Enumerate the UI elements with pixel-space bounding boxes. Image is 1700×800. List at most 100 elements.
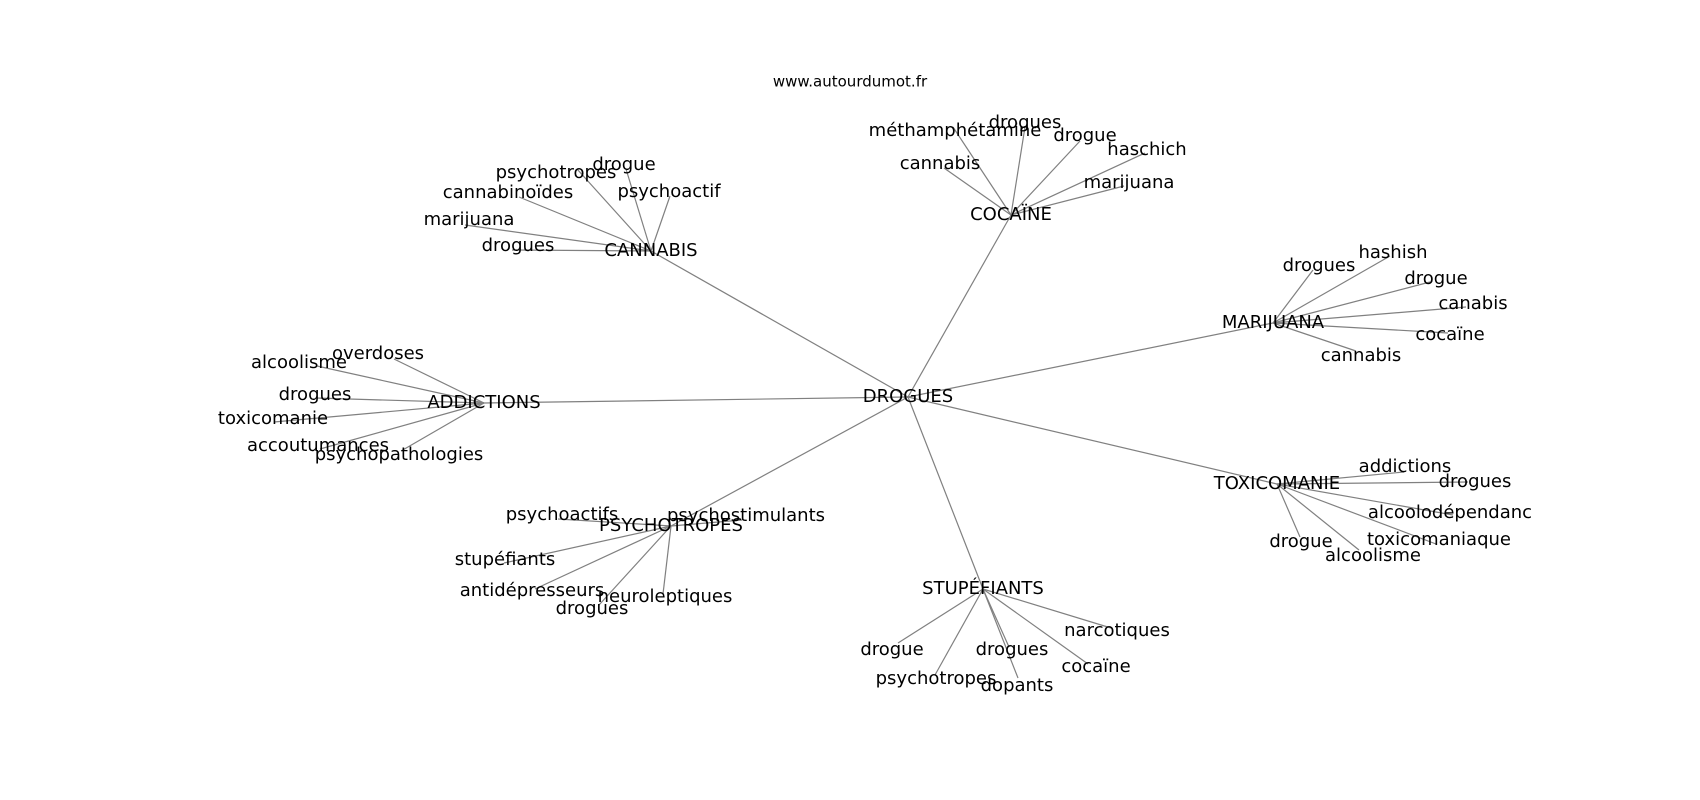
edge-toxicomanie-leaf-2 xyxy=(1276,483,1454,516)
edge-marijuana-leaf-5 xyxy=(1272,322,1357,352)
leaf-node-marijuana-2: drogue xyxy=(1404,268,1467,289)
graph-edges xyxy=(273,126,1469,679)
leaf-node-addictions-4: accoutumances xyxy=(247,435,389,456)
edge-center-toxicomanie xyxy=(907,396,1278,485)
leaf-node-marijuana-4: cocaïne xyxy=(1415,324,1484,345)
edge-cocaine-leaf-4 xyxy=(943,167,1012,216)
edge-marijuana-leaf-2 xyxy=(1272,281,1431,324)
leaf-node-stupefiants-4: dopants xyxy=(981,675,1054,696)
edge-cannabis-leaf-5 xyxy=(511,249,652,252)
leaf-node-cannabis-2: cannabinoïdes xyxy=(443,182,574,203)
leaf-node-cocaine-3: haschich xyxy=(1107,139,1186,160)
center-node: DROGUES xyxy=(863,386,953,407)
edge-addictions-leaf-3 xyxy=(273,402,485,423)
leaf-node-cocaine-0: méthamphétamine xyxy=(869,120,1042,141)
edge-center-addictions xyxy=(483,396,909,404)
edge-marijuana-leaf-4 xyxy=(1272,322,1449,334)
edge-addictions-leaf-0 xyxy=(316,365,485,404)
edge-cannabis-leaf-3 xyxy=(650,195,671,252)
edge-marijuana-leaf-1 xyxy=(1272,255,1391,324)
edge-cocaine-leaf-2 xyxy=(1010,140,1081,216)
edge-marijuana-leaf-3 xyxy=(1272,306,1467,324)
leaf-node-stupefiants-2: narcotiques xyxy=(1064,620,1170,641)
edge-addictions-leaf-4 xyxy=(319,402,485,450)
edge-toxicomanie-leaf-5 xyxy=(1276,483,1360,551)
edge-cannabis-leaf-1 xyxy=(625,168,652,252)
leaf-node-marijuana-0: drogues xyxy=(1283,255,1356,276)
leaf-node-cannabis-4: marijuana xyxy=(424,209,515,230)
edge-stupefiants-leaf-0 xyxy=(897,588,984,644)
leaf-node-stupefiants-0: drogue xyxy=(860,639,923,660)
edge-center-marijuana xyxy=(907,322,1274,398)
edge-center-psychotropes xyxy=(670,396,909,527)
edge-cocaine-leaf-0 xyxy=(952,126,1012,216)
leaf-node-addictions-3: toxicomanie xyxy=(218,408,328,429)
leaf-node-toxicomanie-3: toxicomaniaque xyxy=(1367,529,1511,550)
edge-stupefiants-leaf-5 xyxy=(982,588,1089,665)
leaf-node-cocaine-1: drogues xyxy=(989,112,1062,133)
edge-toxicomanie-leaf-1 xyxy=(1276,481,1469,485)
leaf-node-psychotropes-4: neuroleptiques xyxy=(598,586,733,607)
leaf-node-marijuana-3: canabis xyxy=(1438,293,1507,314)
leaf-node-psychotropes-3: antidépresseurs xyxy=(460,580,605,601)
leaf-node-toxicomanie-2: alcoolodépendanc xyxy=(1368,502,1532,523)
leaf-node-psychotropes-1: psychostimulants xyxy=(667,505,825,526)
hub-node-stupefiants: STUPÉFIANTS xyxy=(922,577,1044,599)
hub-node-marijuana: MARIJUANA xyxy=(1222,312,1325,333)
leaf-node-addictions-2: drogues xyxy=(279,384,352,405)
edge-stupefiants-leaf-3 xyxy=(934,588,984,676)
leaf-node-addictions-5: psychopathologies xyxy=(315,444,484,465)
edge-cocaine-leaf-3 xyxy=(1010,152,1146,216)
graph-labels: www.autourdumot.frpsychotropesdroguecann… xyxy=(218,73,1532,697)
leaf-node-toxicomanie-5: alcoolisme xyxy=(1325,545,1421,566)
leaf-node-marijuana-5: cannabis xyxy=(1321,345,1402,366)
leaf-node-cannabis-0: psychotropes xyxy=(496,162,617,183)
edge-addictions-leaf-2 xyxy=(315,397,485,404)
edge-stupefiants-leaf-4 xyxy=(982,588,1019,679)
leaf-node-cannabis-1: drogue xyxy=(592,154,655,175)
edge-psychotropes-leaf-0 xyxy=(557,518,672,527)
edge-toxicomanie-leaf-0 xyxy=(1276,471,1405,485)
leaf-node-cannabis-3: psychoactif xyxy=(617,181,721,202)
hub-node-addictions: ADDICTIONS xyxy=(427,392,540,413)
leaf-node-cocaine-2: drogue xyxy=(1053,125,1116,146)
edge-cannabis-leaf-2 xyxy=(518,196,652,252)
leaf-node-stupefiants-3: psychotropes xyxy=(876,668,997,689)
edge-center-stupefiants xyxy=(907,396,984,590)
edge-toxicomanie-leaf-4 xyxy=(1276,483,1301,538)
hub-node-toxicomanie: TOXICOMANIE xyxy=(1213,473,1340,494)
edge-center-cocaine xyxy=(907,214,1012,398)
leaf-node-addictions-0: alcoolisme xyxy=(251,352,347,373)
leaf-node-psychotropes-5: drogues xyxy=(556,598,629,619)
leaf-node-stupefiants-5: cocaïne xyxy=(1061,656,1130,677)
leaf-node-psychotropes-0: psychoactifs xyxy=(506,504,618,525)
edge-psychotropes-leaf-4 xyxy=(662,525,672,595)
leaf-node-psychotropes-2: stupéfiants xyxy=(455,549,556,570)
leaf-node-cocaine-4: cannabis xyxy=(900,153,981,174)
leaf-node-toxicomanie-1: drogues xyxy=(1439,471,1512,492)
leaf-node-stupefiants-1: drogues xyxy=(976,639,1049,660)
edge-psychotropes-leaf-5 xyxy=(598,525,672,606)
edge-marijuana-leaf-0 xyxy=(1272,269,1314,324)
leaf-node-addictions-1: overdoses xyxy=(332,343,424,364)
edge-cocaine-leaf-1 xyxy=(1010,126,1026,216)
edge-psychotropes-leaf-2 xyxy=(503,525,672,564)
edge-cannabis-leaf-0 xyxy=(576,168,652,252)
leaf-node-cannabis-5: drogues xyxy=(482,235,555,256)
leaf-node-cocaine-5: marijuana xyxy=(1084,172,1175,193)
edge-psychotropes-leaf-1 xyxy=(670,519,743,527)
leaf-node-toxicomanie-4: drogue xyxy=(1269,531,1332,552)
edge-cannabis-leaf-4 xyxy=(464,224,652,252)
leaf-node-toxicomanie-0: addictions xyxy=(1359,456,1452,477)
hub-node-psychotropes: PSYCHOTROPES xyxy=(599,515,743,536)
edge-psychotropes-leaf-3 xyxy=(534,525,672,590)
hub-node-cocaine: COCAÏNE xyxy=(970,204,1052,225)
edge-addictions-leaf-5 xyxy=(400,402,485,452)
edge-stupefiants-leaf-2 xyxy=(982,588,1112,629)
edge-cocaine-leaf-5 xyxy=(1010,185,1125,216)
site-watermark: www.autourdumot.fr xyxy=(773,73,928,91)
edge-addictions-leaf-1 xyxy=(393,358,485,404)
edge-center-cannabis xyxy=(650,250,909,398)
leaf-node-marijuana-1: hashish xyxy=(1358,242,1427,263)
